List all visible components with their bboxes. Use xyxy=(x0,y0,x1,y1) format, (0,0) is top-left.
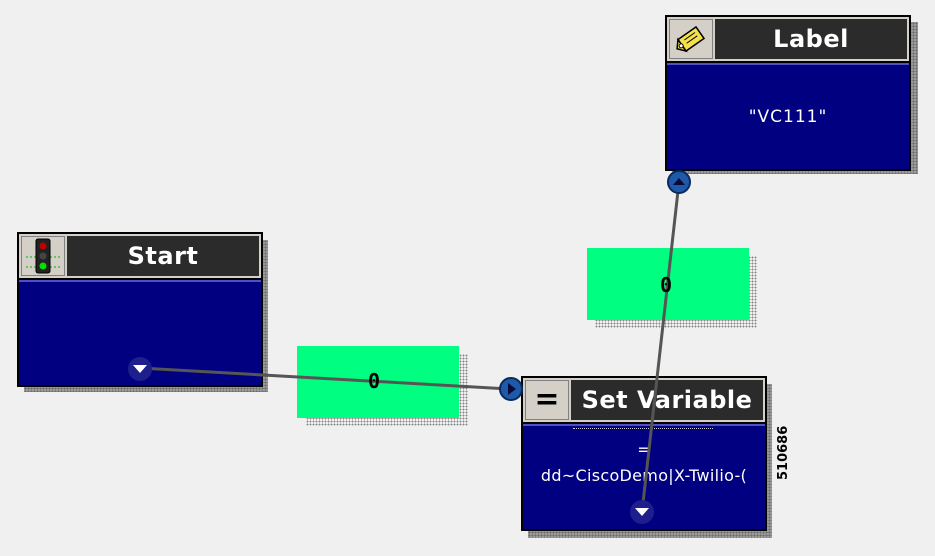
connector-label-2: 0 xyxy=(660,273,673,297)
setvar-cut-line xyxy=(573,426,713,429)
start-node-header: Start xyxy=(19,234,261,278)
setvar-line1: = xyxy=(637,440,651,459)
tag-icon xyxy=(669,19,713,59)
label-node-header: Label xyxy=(667,17,909,61)
equals-symbol: = xyxy=(534,382,560,417)
label-node-body: "VC111" xyxy=(667,63,909,169)
connector-label-1: 0 xyxy=(368,369,381,393)
setvar-node-header: = Set Variable xyxy=(523,378,765,422)
setvar-node-title: Set Variable xyxy=(571,380,763,420)
start-output-port[interactable] xyxy=(128,357,152,381)
equals-icon: = xyxy=(525,380,569,420)
traffic-light-icon xyxy=(21,236,65,276)
label-node-title: Label xyxy=(715,19,907,59)
label-input-port[interactable] xyxy=(667,170,691,194)
label-value: "VC111" xyxy=(748,107,828,127)
setvar-input-port[interactable] xyxy=(499,377,523,401)
start-node-title: Start xyxy=(67,236,259,276)
figure-id: 510686 xyxy=(776,425,791,480)
setvar-line2: dd~CiscoDemo|X-Twilio-( xyxy=(540,466,748,485)
label-node[interactable]: Label "VC111" xyxy=(665,15,911,171)
setvar-output-port[interactable] xyxy=(630,500,654,524)
